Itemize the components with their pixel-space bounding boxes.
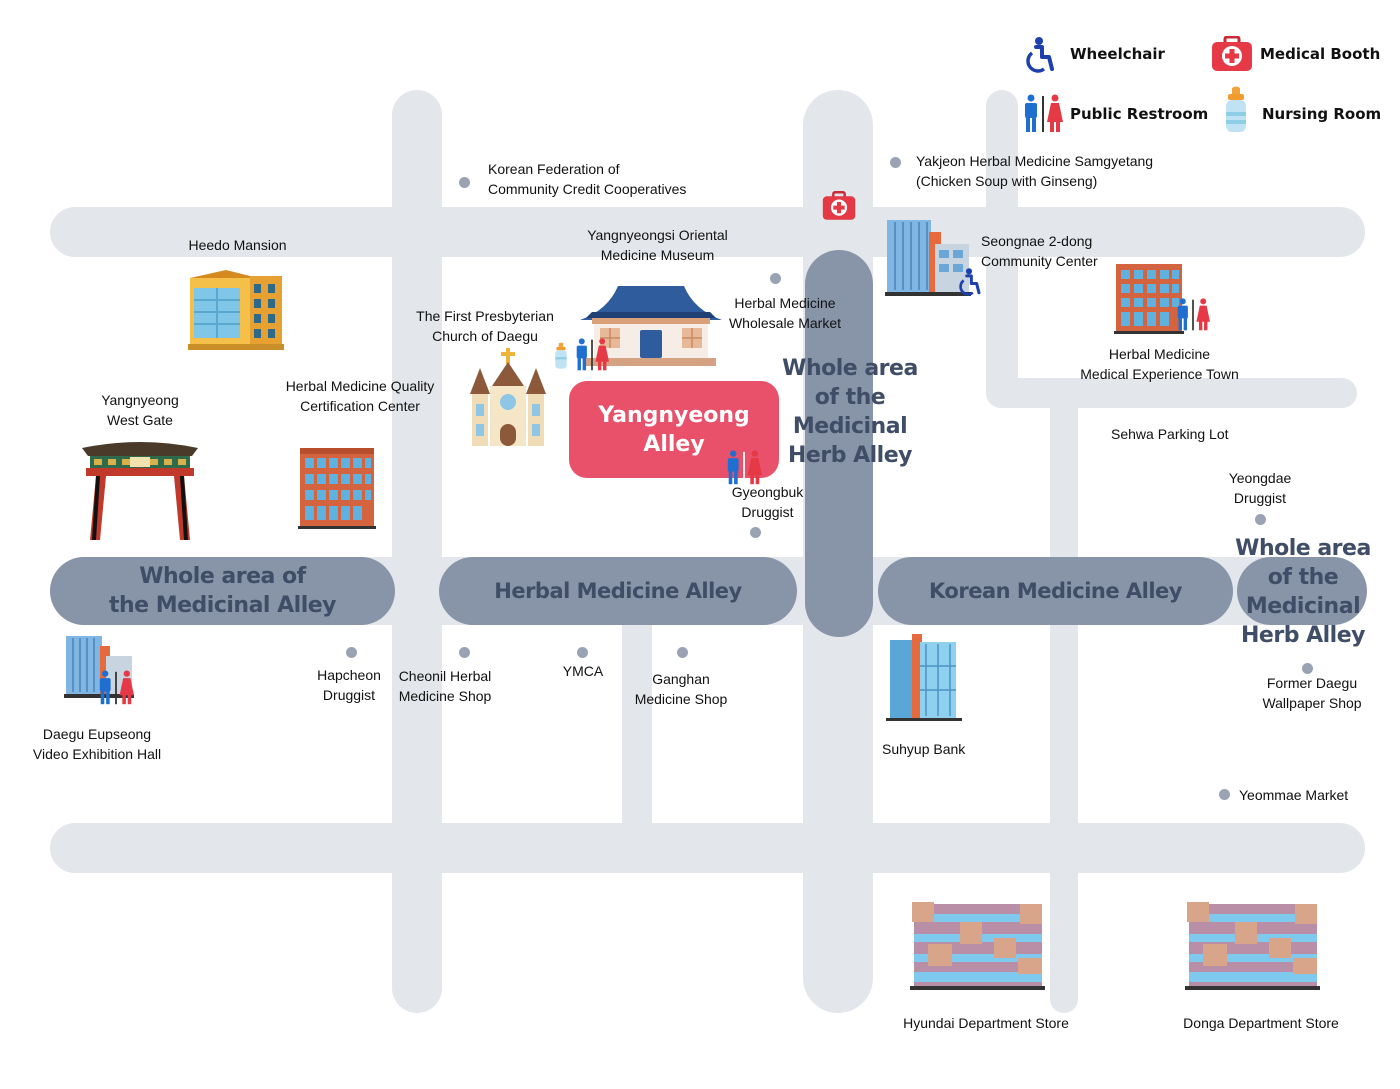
medicinal-alley-label: Whole area of the Medicinal Alley [108, 564, 337, 618]
road-south-horizontal [50, 823, 1365, 873]
label-first-presbyterian: The First Presbyterian Church of Daegu [416, 308, 554, 344]
road-ymca-vertical [622, 600, 652, 850]
korean-medicine-alley-label: Korean Medicine Alley [929, 578, 1182, 603]
marker-cheonil-shop[interactable] [459, 647, 470, 658]
label-eupseong-hall: Daegu Eupseong Video Exhibition Hall [32, 726, 162, 762]
yangnyeong-alley-title: Yangnyeong Alley [598, 402, 750, 457]
label-ganghan-shop: Ganghan Medicine Shop [634, 671, 728, 707]
medicinal-alley-pill[interactable]: Whole area of the Medicinal Alley [50, 557, 395, 625]
label-herbal-wholesale: Herbal Medicine Wholesale Market [728, 295, 842, 331]
label-yakjeon: Yakjeon Herbal Medicine Samgyetang (Chic… [916, 153, 1154, 189]
label-seongnae-center: Seongnae 2-dong Community Center [981, 233, 1098, 269]
herb-alley-vertical-pill [805, 250, 873, 637]
road-north-horizontal [50, 207, 1365, 257]
museum-nursing-room-icon [553, 342, 569, 370]
experience-town-building-icon[interactable] [1114, 262, 1184, 334]
marker-ymca[interactable] [577, 647, 588, 658]
marker-herbal-wholesale[interactable] [770, 273, 781, 284]
road-far-east-vertical [1050, 378, 1078, 1013]
marker-yeongdae-druggist[interactable] [1255, 514, 1266, 525]
label-ymca: YMCA [562, 663, 604, 679]
presbyterian-church-icon[interactable] [470, 348, 546, 448]
legend-wheelchair: Wheelchair [1070, 45, 1165, 63]
label-heedo-mansion: Heedo Mansion [188, 237, 287, 253]
label-yeongdae-druggist: Yeongdae Druggist [1228, 470, 1292, 506]
label-sehwa-parking: Sehwa Parking Lot [1111, 426, 1229, 442]
medical-booth-icon [1211, 36, 1253, 72]
legend-nursing-room: Nursing Room [1262, 105, 1382, 123]
label-suhyup-bank: Suhyup Bank [882, 741, 966, 757]
hyundai-store-building-icon[interactable] [910, 900, 1045, 992]
oriental-museum-hanok-icon[interactable] [578, 282, 724, 368]
label-quality-center: Herbal Medicine Quality Certification Ce… [285, 378, 435, 414]
label-cheonil-shop: Cheonil Herbal Medicine Shop [398, 668, 492, 704]
public-restroom-icon [1021, 94, 1065, 134]
herb-alley-center-label: Whole area of the Medicinal Herb Alley [782, 356, 918, 468]
label-korean-federation: Korean Federation of Community Credit Co… [488, 161, 687, 197]
seongnae-wheelchair-icon [956, 266, 982, 298]
label-former-wallpaper: Former Daegu Wallpaper Shop [1262, 675, 1362, 711]
marker-hapcheon-druggist[interactable] [346, 647, 357, 658]
seongnae-center-building-icon[interactable] [885, 218, 971, 298]
yangnyeong-alley-highlight[interactable]: Yangnyeong Alley [569, 381, 779, 478]
marker-korean-federation[interactable] [459, 177, 470, 188]
herbal-medicine-alley-pill[interactable]: Herbal Medicine Alley [439, 557, 797, 625]
west-gate-icon[interactable] [80, 440, 200, 542]
museum-public-restroom-icon [573, 338, 611, 372]
alley-public-restroom-icon [724, 450, 764, 486]
heedo-mansion-building-icon[interactable] [186, 266, 286, 352]
herbal-medicine-alley-label: Herbal Medicine Alley [494, 578, 742, 603]
medical-booth-marker-icon[interactable] [822, 191, 856, 221]
road-east-connector [986, 378, 1357, 408]
wheelchair-icon [1022, 36, 1056, 74]
marker-yakjeon[interactable] [890, 157, 901, 168]
suhyup-bank-building-icon[interactable] [886, 632, 962, 722]
herb-alley-east-pill [1237, 557, 1367, 625]
marker-ganghan-shop[interactable] [677, 647, 688, 658]
experience-town-restroom-icon [1174, 298, 1212, 332]
herb-alley-east-label: Whole area of the Medicinal Herb Alley [1235, 536, 1371, 648]
label-hapcheon-druggist: Hapcheon Druggist [317, 667, 381, 703]
marker-yeommae-market[interactable] [1219, 789, 1230, 800]
label-yeommae-market: Yeommae Market [1239, 787, 1349, 803]
road-west-vertical [392, 90, 442, 1013]
korean-medicine-alley-pill[interactable]: Korean Medicine Alley [878, 557, 1233, 625]
label-gyeongbuk-druggist: Gyeongbuk Druggist [731, 484, 804, 520]
quality-center-building-icon[interactable] [298, 446, 376, 530]
label-experience-town: Herbal Medicine Medical Experience Town [1080, 346, 1239, 382]
label-hyundai-store: Hyundai Department Store [903, 1015, 1069, 1031]
label-west-gate: Yangnyeong West Gate [101, 392, 179, 428]
label-oriental-museum: Yangnyeongsi Oriental Medicine Museum [587, 227, 728, 263]
marker-gyeongbuk-druggist[interactable] [750, 527, 761, 538]
legend-medical-booth: Medical Booth [1260, 45, 1381, 63]
nursing-room-icon [1222, 86, 1250, 134]
road-east-vertical [986, 90, 1018, 408]
legend-public-restroom: Public Restroom [1070, 105, 1209, 123]
label-donga-store: Donga Department Store [1183, 1015, 1339, 1031]
marker-former-wallpaper[interactable] [1302, 663, 1313, 674]
donga-store-building-icon[interactable] [1185, 900, 1320, 992]
eupseong-hall-restroom-icon [96, 670, 136, 706]
